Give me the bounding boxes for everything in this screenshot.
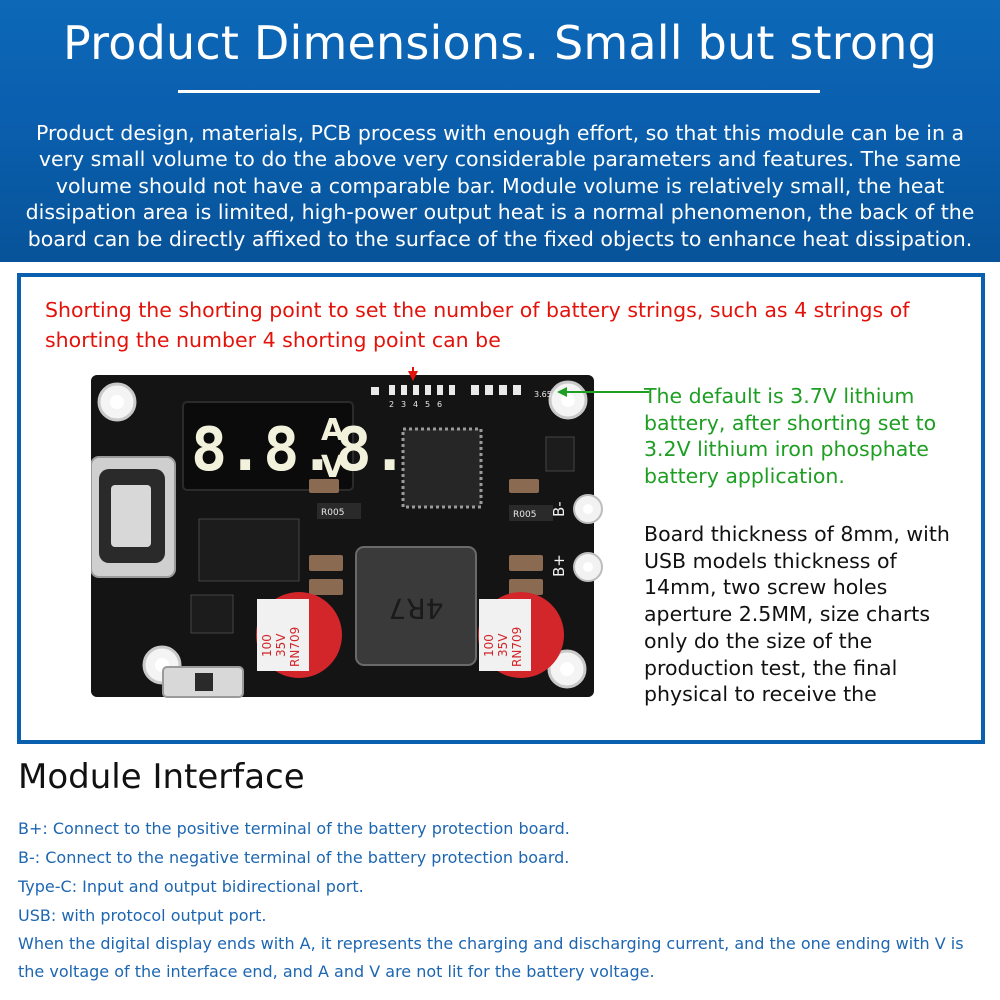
capacitor-right-value: 100 <box>482 634 496 657</box>
smd-capacitors <box>309 479 543 595</box>
title-underline <box>178 90 820 93</box>
pad-number-2: 2 <box>389 400 394 409</box>
interface-item-b-plus: B+: Connect to the positive terminal of … <box>18 819 570 838</box>
mosfet-chip <box>190 594 234 634</box>
header-description: Product design, materials, PCB process w… <box>25 121 975 251</box>
capacitor-right-series: RN709 <box>510 627 524 667</box>
terminal-b-minus-label: B- <box>550 501 568 517</box>
pad-number-4: 4 <box>413 400 418 409</box>
capacitor-right: 100 35V RN709 <box>478 592 564 678</box>
default-battery-note: The default is 3.7V lithium battery, aft… <box>644 384 937 489</box>
pad-number-3: 3 <box>401 400 406 409</box>
interface-item-b-minus: B-: Connect to the negative terminal of … <box>18 848 570 867</box>
led-display <box>182 401 354 491</box>
regulator-chip <box>545 436 575 472</box>
page-title: Product Dimensions. Small but strong <box>63 16 937 70</box>
board-thickness-note: Board thickness of 8mm, with USB models … <box>644 522 950 707</box>
display-digits: 8.8.8. <box>191 415 408 485</box>
shunt-resistor-right <box>509 505 553 521</box>
pad-number-5: 5 <box>425 400 430 409</box>
display-unit-a: A <box>321 413 345 448</box>
shorting-pads <box>371 385 521 395</box>
resistor-label-right: R005 <box>513 510 536 520</box>
interface-item-display: When the digital display ends with A, it… <box>18 934 964 981</box>
pcb-module-image: 8.8.8. A V 2 3 4 5 6 3.65 <box>91 367 649 698</box>
pad-365-label: 3.65 <box>534 390 552 399</box>
green-pointer-arrowhead <box>557 387 567 397</box>
power-inductor <box>355 546 477 666</box>
capacitor-right-voltage: 35V <box>496 633 510 657</box>
resistor-label-left: R005 <box>321 508 344 518</box>
red-pointer-arrowhead <box>408 371 418 381</box>
driver-chip <box>198 518 300 582</box>
interface-item-type-c: Type-C: Input and output bidirectional p… <box>18 877 364 896</box>
mcu-chip <box>401 427 483 509</box>
product-panel: Shorting the shorting point to set the n… <box>17 273 985 744</box>
interface-list: B+: Connect to the positive terminal of … <box>18 814 993 986</box>
capacitor-left-value: 100 <box>260 634 274 657</box>
capacitor-left: 100 35V RN709 <box>256 592 342 678</box>
terminal-b-plus-label: B+ <box>550 554 568 577</box>
pad-number-6: 6 <box>437 400 442 409</box>
capacitor-left-series: RN709 <box>288 627 302 667</box>
capacitor-left-voltage: 35V <box>274 633 288 657</box>
interface-item-usb: USB: with protocol output port. <box>18 906 267 925</box>
module-interface-heading: Module Interface <box>18 757 305 797</box>
shorting-point-note: Shorting the shorting point to set the n… <box>45 298 910 352</box>
header-banner: Product Dimensions. Small but strong Pro… <box>0 0 1000 262</box>
inductor-label: 4R7 <box>388 592 443 625</box>
shunt-resistor-left <box>317 503 361 519</box>
